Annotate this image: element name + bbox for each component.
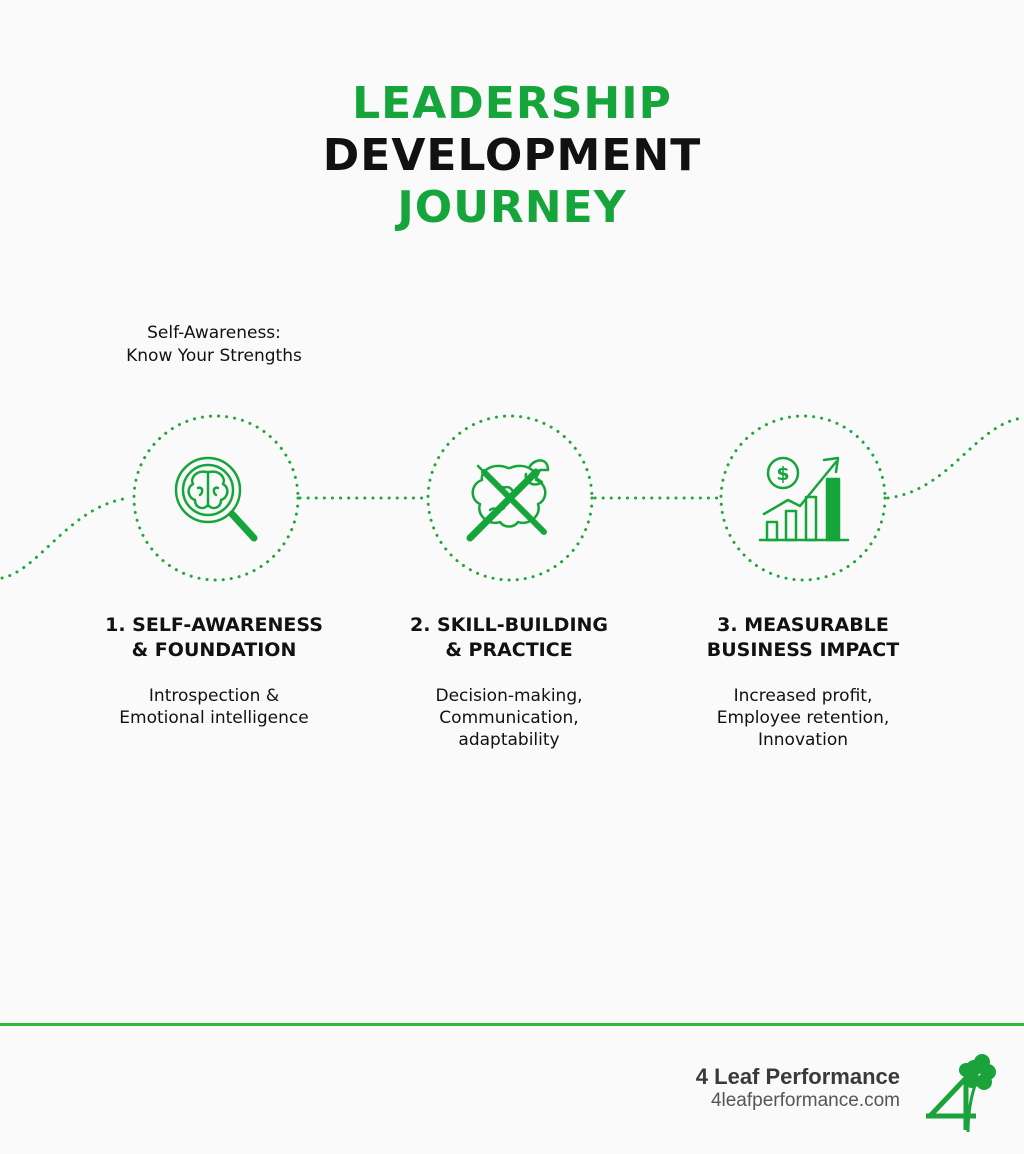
step-1-title: 1. SELF-AWARENESS & FOUNDATION (79, 613, 349, 663)
step-3-desc-line-3: Innovation (757, 730, 848, 750)
step-2-title-line-1: 2. SKILL-BUILDING (409, 614, 609, 636)
step-3-title: 3. MEASURABLE BUSINESS IMPACT (668, 613, 938, 663)
path-right-wave (886, 416, 1024, 500)
brand-url[interactable]: 4leafperformance.com (710, 1090, 900, 1111)
step-2-desc-line-1: Decision-making, (435, 686, 583, 706)
title-line-2: DEVELOPMENT (322, 130, 702, 181)
note-line-2: Know Your Strengths (126, 346, 302, 366)
four-leaf-clover-logo-icon (926, 1054, 996, 1133)
step-3-desc-line-1: Increased profit, (733, 686, 873, 706)
step-1-desc-line-2: Emotional intelligence (119, 708, 309, 728)
step-2-description: Decision-making, Communication, adaptabi… (374, 685, 644, 751)
title-line-3: JOURNEY (397, 182, 627, 233)
step-2-title: 2. SKILL-BUILDING & PRACTICE (374, 613, 644, 663)
step-3-description: Increased profit, Employee retention, In… (668, 685, 938, 751)
note-line-1: Self-Awareness: (147, 323, 281, 343)
step-1-title-line-1: 1. SELF-AWARENESS (105, 614, 323, 636)
step-1-title-line-2: & FOUNDATION (131, 639, 297, 661)
step-3-title-line-2: BUSINESS IMPACT (706, 639, 900, 661)
step-3-title-line-1: 3. MEASURABLE (717, 614, 889, 636)
step-1-description: Introspection & Emotional intelligence (79, 685, 349, 729)
svg-text:$: $ (776, 463, 789, 485)
growth-chart-dollar-icon: $ (758, 456, 850, 542)
step-3-circle (719, 414, 887, 582)
brain-tools-icon (466, 459, 550, 542)
path-left-wave (0, 496, 132, 580)
step-2-desc-line-3: adaptability (458, 730, 560, 750)
step-2-desc-line-2: Communication, (439, 708, 579, 728)
brain-magnifier-icon (174, 456, 258, 542)
step-1-desc-line-1: Introspection & (148, 686, 280, 706)
step-2-circle (426, 414, 594, 582)
step-3-desc-line-2: Employee retention, (716, 708, 890, 728)
footer-divider (0, 1023, 1024, 1026)
brand-name: 4 Leaf Performance (695, 1064, 900, 1089)
step-2-title-line-2: & PRACTICE (445, 639, 573, 661)
title-line-1: LEADERSHIP (352, 78, 672, 129)
page-title: LEADERSHIP DEVELOPMENT JOURNEY (0, 78, 1024, 234)
self-awareness-note: Self-Awareness: Know Your Strengths (84, 322, 344, 368)
step-1-circle (132, 414, 300, 582)
